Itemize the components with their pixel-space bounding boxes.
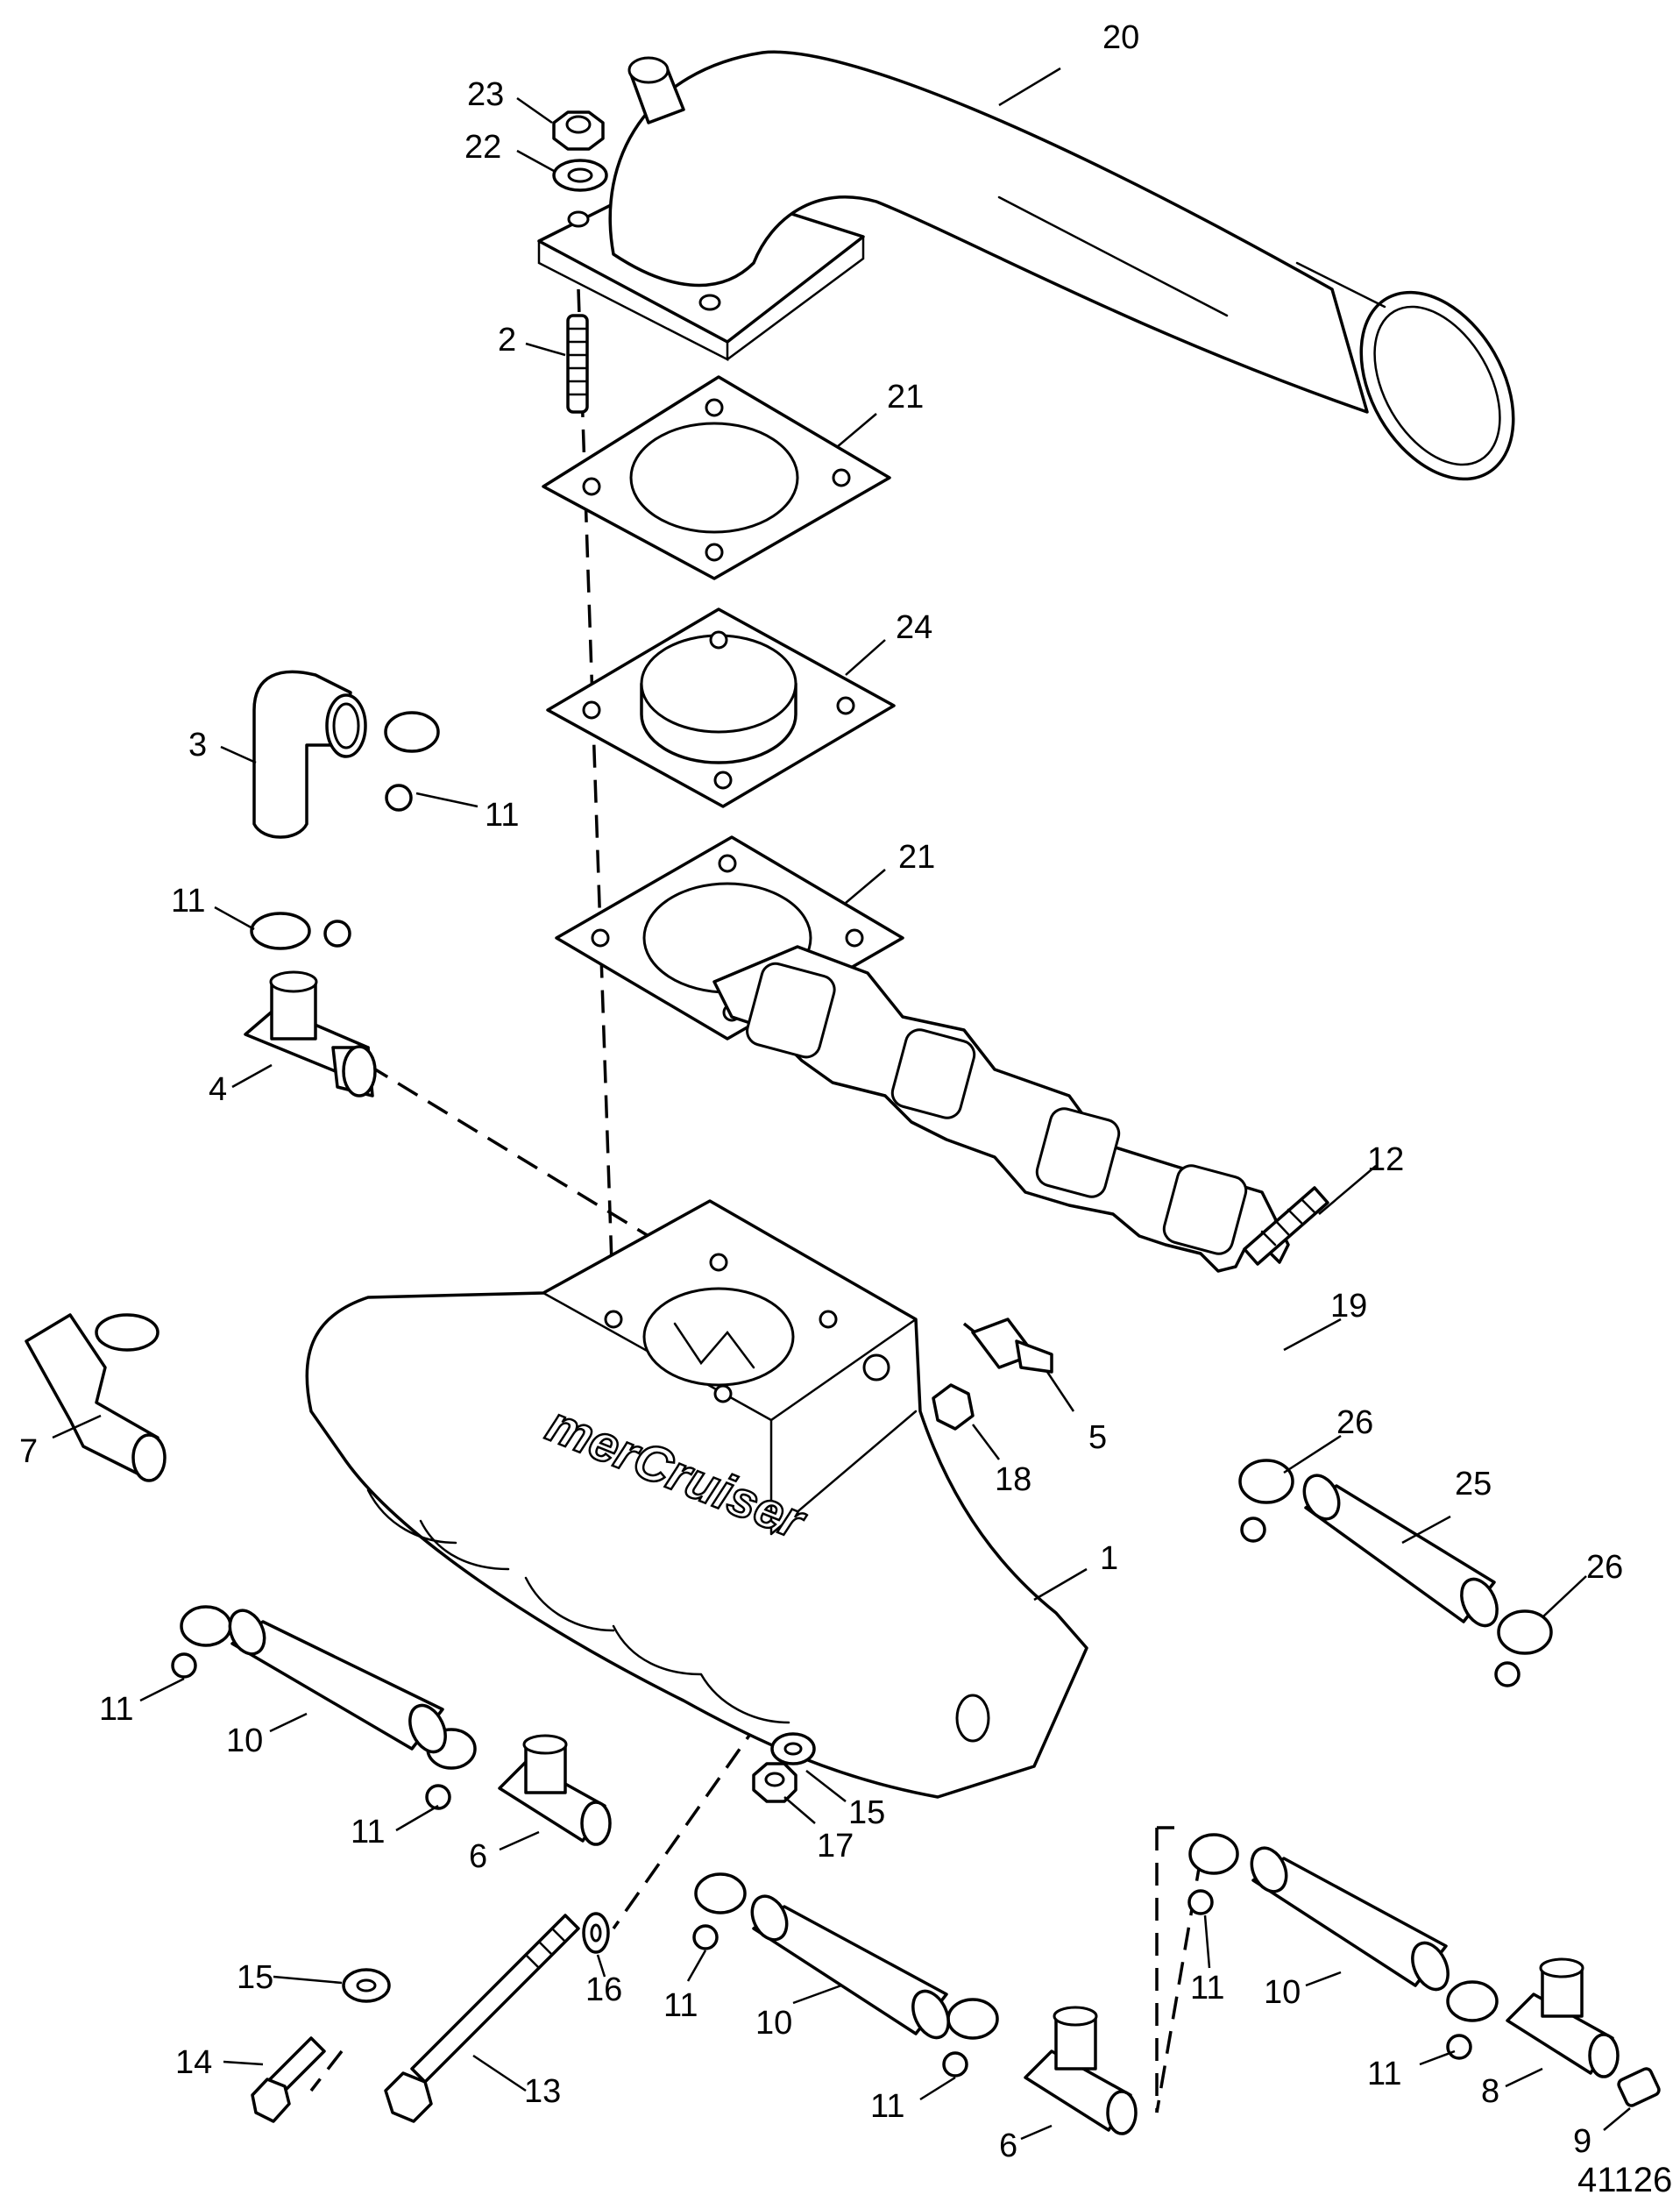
hose-clamp-11-f — [942, 1998, 999, 2078]
hose-10-a — [228, 1609, 447, 1754]
callout-11g: 11 — [1190, 1970, 1224, 2007]
stud-2 — [566, 314, 589, 414]
callout-20: 20 — [1102, 19, 1139, 56]
callout-26b: 26 — [1586, 1549, 1623, 1586]
callout-11c: 11 — [99, 1691, 133, 1728]
callout-14: 14 — [175, 2044, 212, 2081]
callout-11h: 11 — [1367, 2056, 1401, 2092]
callout-15b: 15 — [848, 1794, 885, 1831]
callout-15a: 15 — [237, 1959, 273, 1996]
hose-clamp-11-h — [1446, 1980, 1499, 2060]
callout-8: 8 — [1481, 2073, 1499, 2110]
fitting-5 — [971, 1318, 1053, 1374]
hose-elbow-3 — [252, 670, 367, 839]
hose-clamp-11-a — [384, 711, 440, 812]
tee-fitting-6-b — [1024, 2006, 1138, 2135]
callout-11a: 11 — [485, 797, 519, 834]
hose-10-b — [750, 1894, 950, 2040]
callout-10a: 10 — [226, 1723, 263, 1759]
callout-10c: 10 — [1264, 1974, 1301, 2011]
callout-6a: 6 — [469, 1838, 487, 1875]
hose-clamp-26-a — [1238, 1459, 1294, 1543]
callout-11b: 11 — [171, 883, 205, 920]
tee-fitting-8 — [1506, 1957, 1620, 2078]
callout-2: 2 — [498, 322, 516, 359]
plug-18 — [932, 1383, 975, 1431]
washer-22 — [552, 159, 608, 192]
leader-lines — [52, 67, 1631, 2141]
hose-clamp-11-b — [250, 912, 351, 950]
callout-12: 12 — [1367, 1141, 1404, 1178]
callout-11d: 11 — [351, 1814, 385, 1850]
callout-9: 9 — [1573, 2123, 1591, 2160]
exhaust-elbow — [537, 50, 1515, 481]
bolt-14 — [251, 2036, 326, 2123]
callout-3: 3 — [188, 727, 207, 764]
callout-21a: 21 — [887, 379, 924, 416]
callout-26a: 26 — [1336, 1404, 1373, 1441]
callout-13: 13 — [524, 2073, 561, 2110]
figure-reference-number: 41126 — [1577, 2161, 1672, 2199]
gasket-24 — [546, 607, 896, 808]
callout-17: 17 — [817, 1828, 854, 1865]
nut-23 — [552, 110, 605, 151]
callout-11f: 11 — [870, 2088, 904, 2125]
callout-21b: 21 — [898, 839, 935, 876]
callout-10b: 10 — [755, 2005, 792, 2042]
callout-7: 7 — [19, 1433, 38, 1470]
tee-fitting-4 — [244, 970, 377, 1097]
nut-17 — [752, 1762, 797, 1803]
callout-23: 23 — [467, 76, 504, 113]
callout-6b: 6 — [999, 2127, 1017, 2164]
tee-fitting-6-a — [498, 1734, 612, 1846]
hose-10-c — [1250, 1846, 1450, 1992]
hose-25 — [1302, 1474, 1499, 1628]
hose-clamp-26-b — [1494, 1609, 1553, 1687]
exhaust-gasket-19 — [712, 945, 1290, 1273]
washer-15-a — [342, 1968, 391, 2003]
washer-16 — [582, 1912, 610, 1954]
gasket-21-upper — [542, 375, 891, 580]
callout-11e: 11 — [663, 1987, 698, 2024]
callout-4: 4 — [209, 1071, 227, 1108]
long-bolt-13 — [384, 1914, 580, 2123]
exhaust-manifold-1: merCruiser — [305, 1199, 1088, 1799]
hose-clamp-11-c — [171, 1605, 232, 1679]
hose-clamp-11-e — [692, 1872, 747, 1950]
hose-clamp-11-g — [1187, 1833, 1239, 1915]
callout-16: 16 — [585, 1971, 622, 2008]
callout-25: 25 — [1455, 1466, 1492, 1502]
callout-1: 1 — [1100, 1540, 1118, 1577]
callout-18: 18 — [995, 1461, 1031, 1498]
street-elbow-7 — [25, 1313, 167, 1482]
washer-15-b — [770, 1732, 816, 1765]
callout-labels: 1 2 3 4 5 6 6 7 8 9 10 10 10 11 11 11 11… — [19, 19, 1672, 2199]
callout-24: 24 — [896, 609, 932, 646]
callout-5: 5 — [1088, 1419, 1107, 1456]
callout-22: 22 — [464, 129, 501, 166]
stud-12 — [1243, 1186, 1329, 1266]
plug-9 — [1617, 2067, 1661, 2107]
callout-19: 19 — [1330, 1288, 1367, 1325]
